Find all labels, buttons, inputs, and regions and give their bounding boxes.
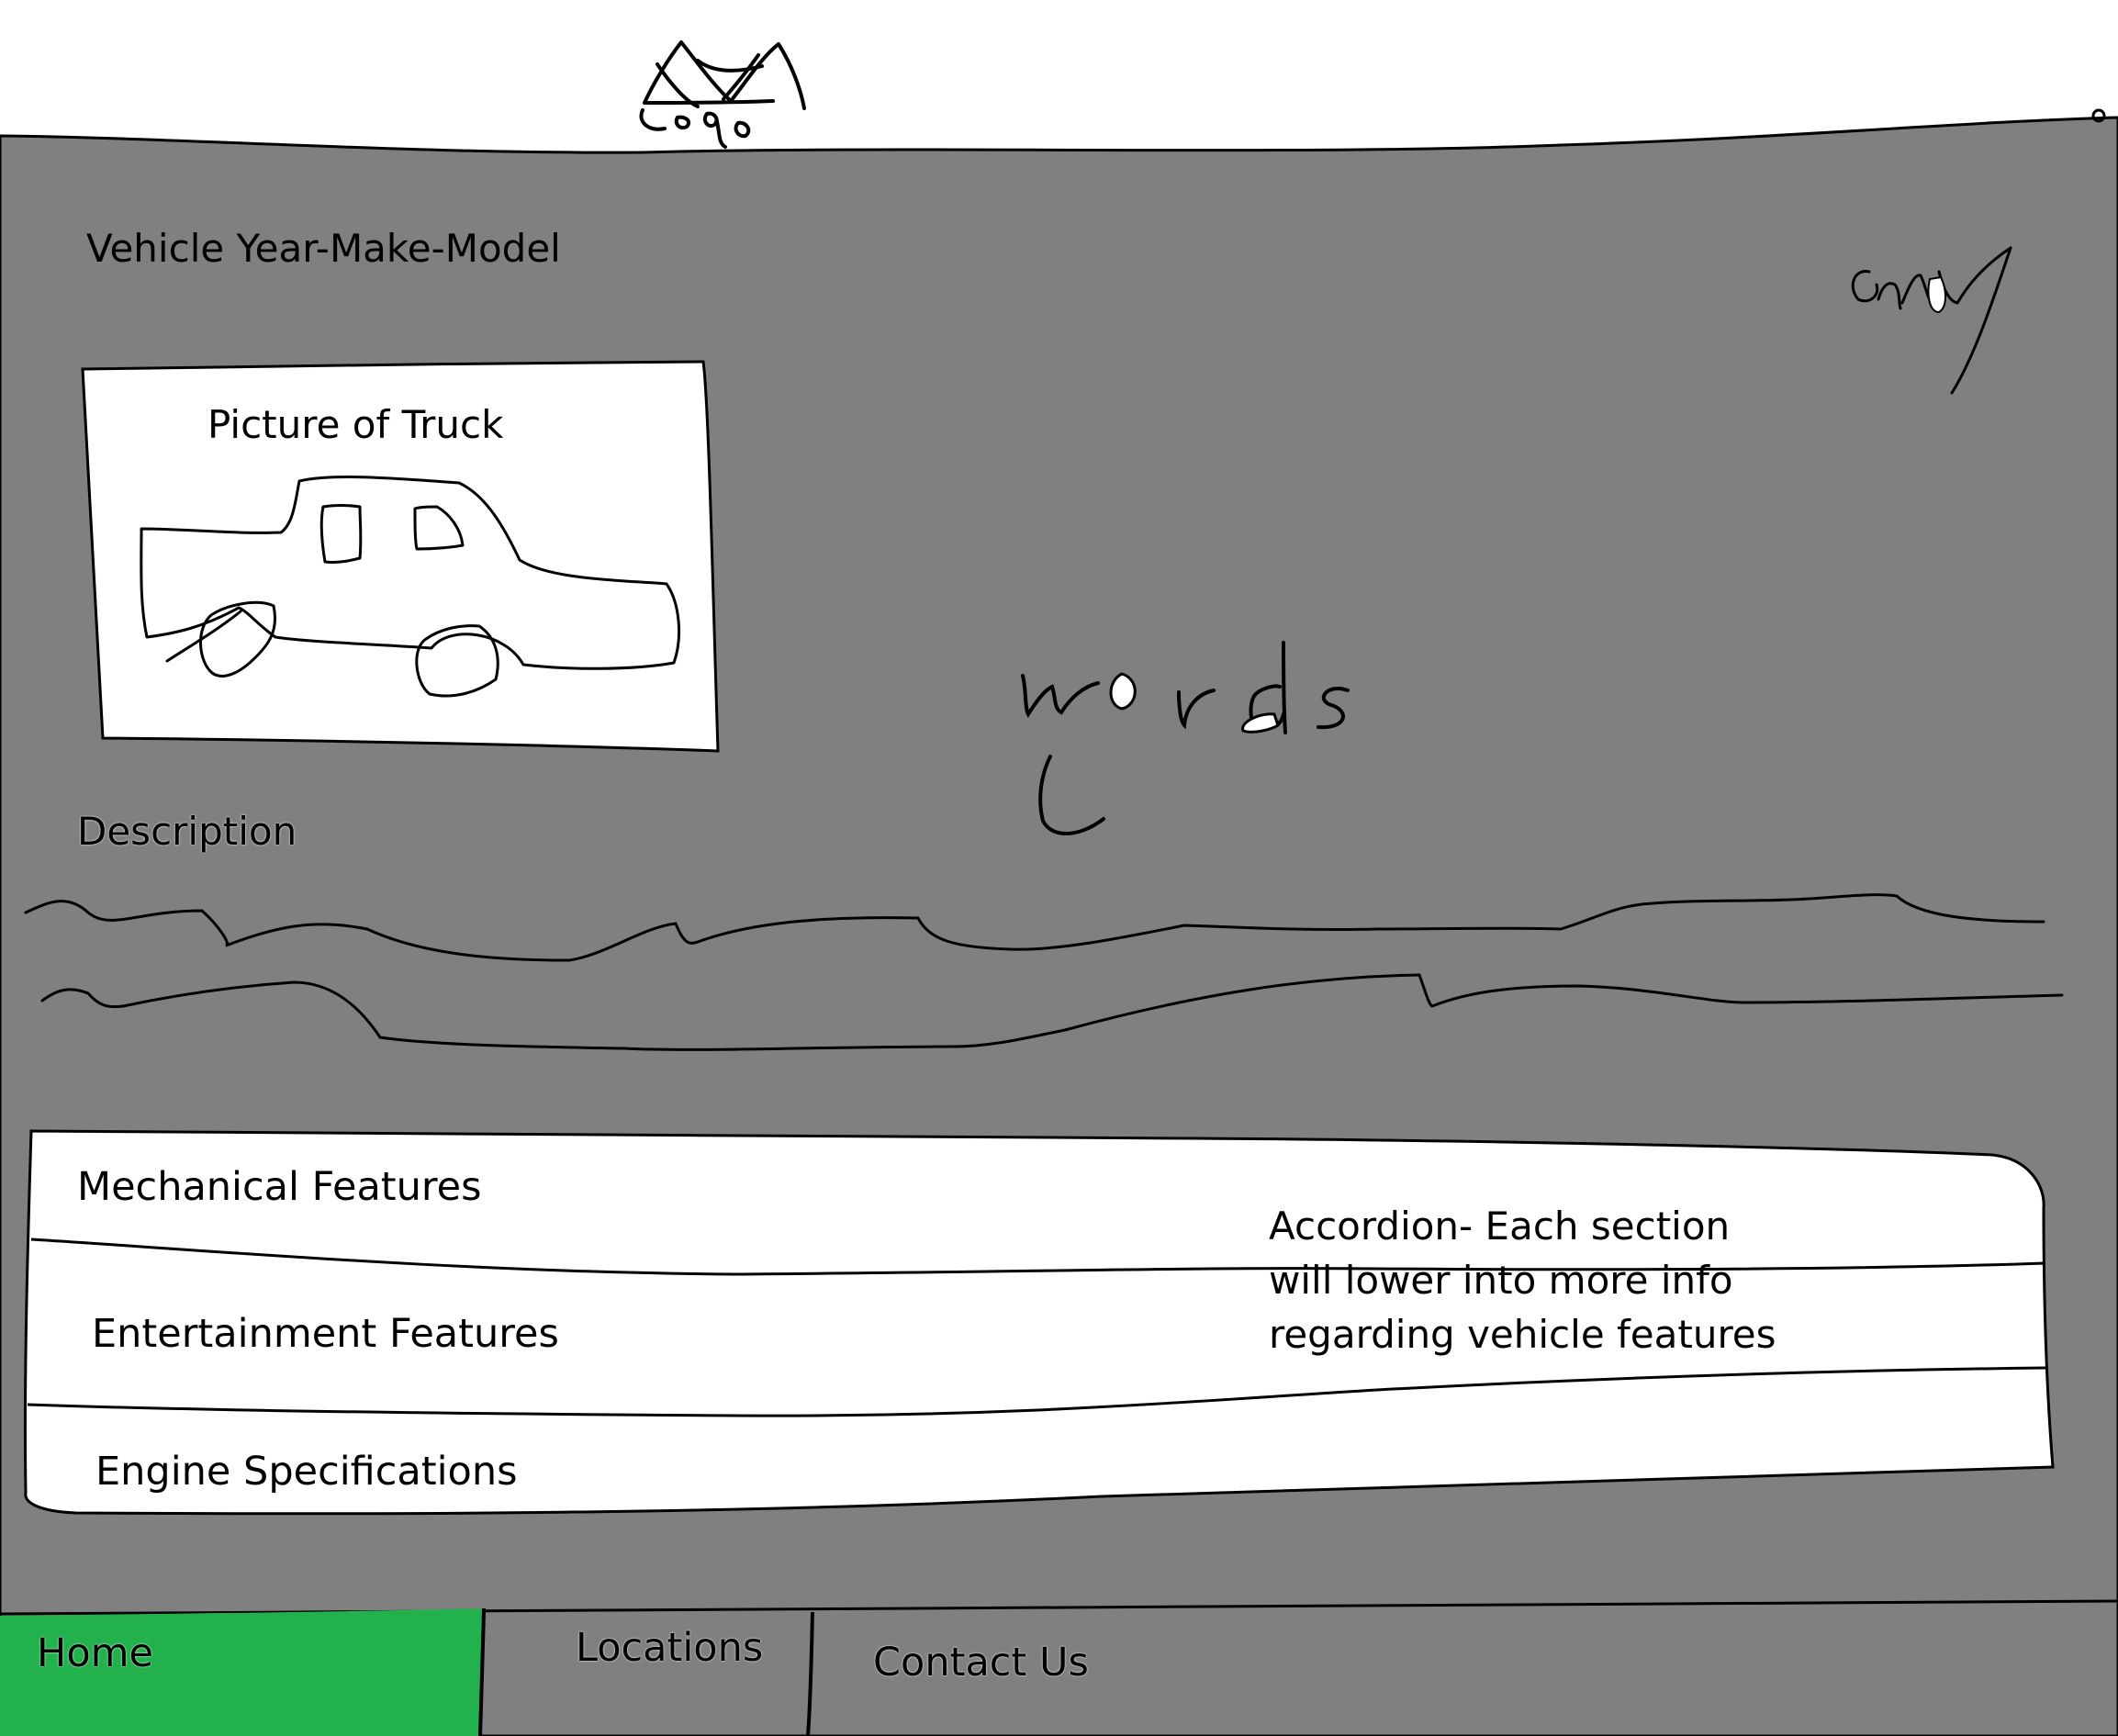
- words-scribble-fill-1: [1109, 672, 1137, 711]
- nav-divider-1: [478, 1607, 486, 1736]
- nav-locations[interactable]: Locations: [484, 1608, 811, 1736]
- nav-home-fill: [0, 1608, 484, 1736]
- nav-divider-2: [806, 1611, 814, 1736]
- accordion-note: Accordion- Each section will lower into …: [1269, 1204, 1776, 1357]
- accordion-item-label: Mechanical Features: [77, 1164, 482, 1210]
- nav-home[interactable]: Home: [0, 1608, 484, 1736]
- accordion-item-label: Engine Specifications: [95, 1449, 518, 1495]
- description-heading: Description: [77, 809, 297, 854]
- image-caption: Picture of Truck: [207, 402, 504, 447]
- words-scribble-fill-2: [1241, 712, 1280, 734]
- accordion-item-mechanical[interactable]: Mechanical Features: [31, 1135, 2042, 1241]
- page-title: Vehicle Year-Make-Model: [86, 226, 561, 271]
- mountain-logo-icon: [643, 40, 806, 110]
- nav-contact-us-label: Contact Us: [873, 1640, 1089, 1686]
- accordion-divider-2: [27, 1366, 2048, 1417]
- accordion-item-engine[interactable]: Engine Specifications: [31, 1417, 2042, 1509]
- picture-box: [81, 360, 720, 753]
- accordion: [23, 1129, 2055, 1516]
- corner-mark: [2091, 108, 2106, 123]
- nav-contact-us[interactable]: Contact Us: [811, 1608, 2118, 1736]
- description-text-placeholder: [24, 893, 2064, 1051]
- logo-handwriting: [639, 108, 751, 149]
- nav-locations-label: Locations: [576, 1625, 764, 1671]
- nav-home-label: Home: [37, 1630, 153, 1676]
- truck-sketch-icon: [140, 476, 681, 698]
- accordion-item-label: Entertainment Features: [92, 1311, 559, 1357]
- only-scribble-fill: [1927, 275, 1946, 314]
- accordion-divider-1: [30, 1238, 2046, 1276]
- accordion-item-entertainment[interactable]: Entertainment Features: [31, 1272, 2042, 1390]
